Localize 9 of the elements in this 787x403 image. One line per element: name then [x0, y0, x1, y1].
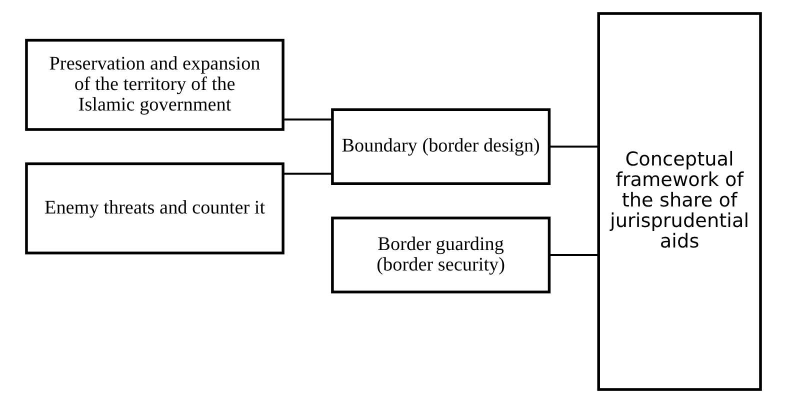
node-box: Preservation and expansion of the territory of the Islamic government — [25, 38, 284, 131]
connector — [549, 146, 598, 148]
node-box: Conceptual framework of the share of jurisprudential aids — [597, 12, 762, 391]
node-box: Enemy threats and counter it — [25, 162, 284, 254]
connector — [549, 254, 598, 256]
connector — [283, 118, 332, 121]
node-box: Boundary (border design) — [331, 108, 551, 186]
connector — [283, 172, 332, 175]
node-box: Border guarding (border security) — [331, 216, 551, 294]
